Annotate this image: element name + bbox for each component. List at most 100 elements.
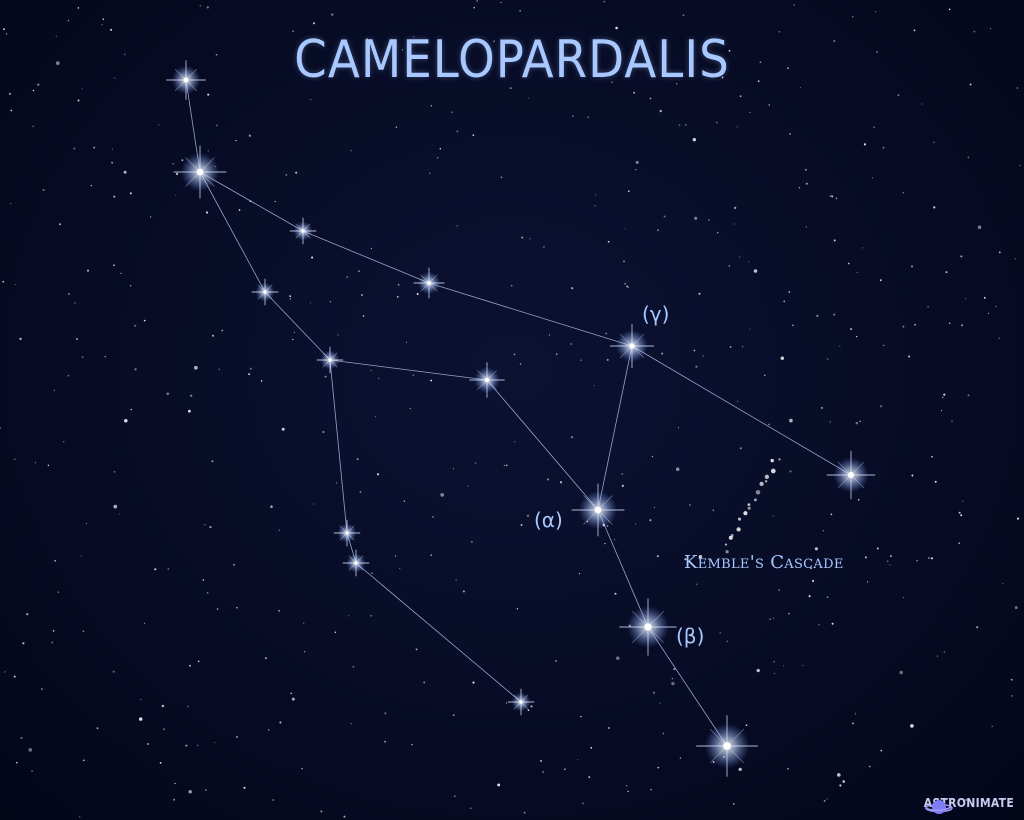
background-star <box>82 759 85 762</box>
background-star <box>739 95 742 98</box>
background-star <box>86 269 90 272</box>
background-star <box>787 67 790 70</box>
background-star <box>376 473 380 476</box>
background-star <box>1011 694 1014 697</box>
background-star <box>778 31 781 33</box>
background-star <box>462 590 465 593</box>
background-star <box>570 343 572 345</box>
background-star <box>983 296 986 299</box>
background-star <box>143 622 146 625</box>
background-star <box>606 358 609 361</box>
star <box>316 346 344 374</box>
background-star <box>571 287 574 290</box>
background-star <box>334 631 337 633</box>
background-star <box>635 523 637 525</box>
background-star <box>101 24 103 26</box>
background-star <box>113 471 116 473</box>
background-star <box>874 11 877 13</box>
background-star <box>833 239 836 242</box>
background-star <box>855 713 857 715</box>
constellation-line <box>302 230 430 284</box>
background-star <box>188 789 192 794</box>
background-star <box>635 160 639 164</box>
background-star <box>1019 164 1021 167</box>
background-star <box>452 468 455 470</box>
background-star <box>154 568 157 571</box>
background-star <box>886 560 889 562</box>
background-star <box>82 630 85 633</box>
background-star <box>118 513 121 515</box>
background-star <box>829 421 832 423</box>
background-star <box>1014 606 1018 610</box>
background-star <box>236 736 238 738</box>
background-star <box>733 223 736 225</box>
background-star <box>32 89 35 92</box>
background-star <box>197 660 200 663</box>
constellation-lines <box>185 79 852 747</box>
background-star <box>708 219 710 221</box>
background-star <box>55 61 60 65</box>
background-star <box>1016 517 1020 520</box>
background-star <box>249 367 252 370</box>
background-star <box>659 109 662 113</box>
background-star <box>823 800 826 802</box>
background-star <box>8 92 11 95</box>
background-star <box>436 156 439 159</box>
background-star <box>852 16 854 18</box>
background-star <box>67 19 70 22</box>
background-star <box>500 1 502 3</box>
background-star <box>663 215 666 218</box>
background-star <box>749 111 751 113</box>
background-star <box>510 284 513 287</box>
background-star <box>346 276 349 278</box>
background-star <box>1010 678 1013 681</box>
background-star <box>719 632 721 634</box>
cascade-star <box>770 458 774 463</box>
background-star <box>902 596 905 599</box>
background-star <box>221 329 224 332</box>
background-star <box>958 542 960 544</box>
background-star <box>931 455 933 458</box>
background-star <box>409 408 411 410</box>
background-star <box>301 767 303 770</box>
background-star <box>395 126 398 128</box>
background-star <box>627 190 630 193</box>
background-star <box>81 356 84 358</box>
background-star <box>403 500 405 502</box>
brand-name: ASTRONIMATE <box>923 796 1014 810</box>
background-star <box>835 197 838 200</box>
cascade-star <box>778 458 781 461</box>
background-star <box>635 168 637 171</box>
background-star <box>399 568 401 570</box>
background-star <box>913 29 916 32</box>
constellation-line <box>264 291 331 361</box>
background-star <box>77 7 80 9</box>
background-star <box>857 498 860 501</box>
background-star <box>651 455 654 458</box>
background-star <box>733 803 735 805</box>
constellation-line <box>199 171 266 293</box>
star <box>333 519 361 547</box>
background-star <box>129 285 132 287</box>
background-star <box>214 742 216 744</box>
background-star <box>20 736 23 740</box>
background-star <box>738 767 742 772</box>
background-star <box>707 558 710 560</box>
constellation-line <box>329 359 488 381</box>
background-star <box>914 323 917 326</box>
background-star <box>113 264 115 267</box>
background-star <box>236 606 238 609</box>
background-star <box>786 767 789 770</box>
background-star <box>626 785 628 787</box>
background-star <box>278 529 280 531</box>
constellation-line <box>355 562 522 703</box>
star <box>173 145 227 199</box>
background-star <box>527 709 530 712</box>
background-star <box>610 81 613 84</box>
background-star <box>329 301 332 303</box>
background-star <box>85 522 88 525</box>
background-star <box>624 282 627 285</box>
background-star <box>864 556 867 559</box>
gamma-label: (γ) <box>642 302 670 326</box>
